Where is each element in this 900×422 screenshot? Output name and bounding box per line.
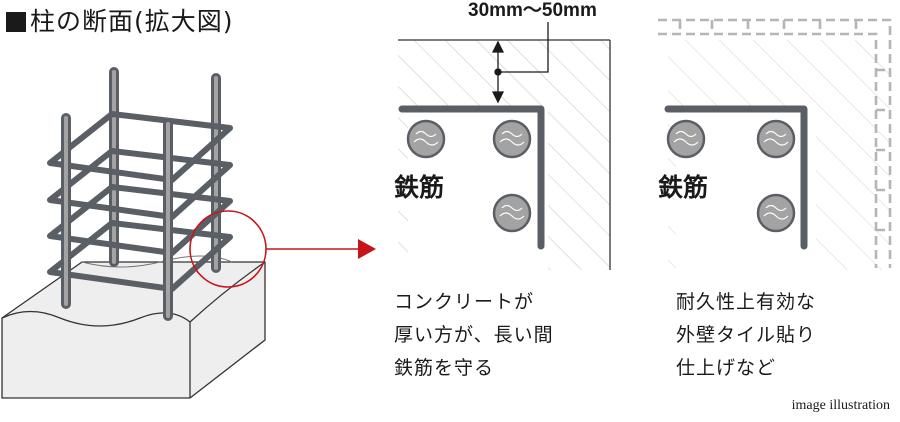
caption-line: 鉄筋を守る [394,357,495,379]
rebar-label-1: 鉄筋 [394,173,445,202]
caption-line: 耐久性上有効な [676,291,817,313]
main-rebar [398,105,545,250]
red-arrow-icon [358,239,376,259]
cover-dimension-marker [491,22,549,104]
rebar-hoops [47,111,233,292]
main-rebar [664,105,808,250]
caption-panel-1: コンクリートが 厚い方が、長い間 鉄筋を守る [394,286,554,385]
section-panel-1 [398,22,611,270]
section-panel-2 [658,18,892,270]
caption-panel-2: 耐久性上有効な 外壁タイル貼り 仕上げなど [676,286,816,385]
caption-line: 外壁タイル貼り [676,324,817,346]
caption-line: 仕上げなど [676,357,777,379]
tile-finish-outline [658,18,892,268]
concrete-block [1,255,266,399]
cover-dimension-label: 30mm〜50mm [468,0,597,21]
page-title: 柱の断面(拡大図) [6,4,234,40]
rebar-vertical-front [61,113,173,321]
column-3d-illustration [1,67,376,399]
caption-line: 厚い方が、長い間 [394,324,554,346]
rebar-dots [666,119,796,233]
rebar-dots [406,119,532,233]
rebar-label-2: 鉄筋 [658,173,709,202]
image-illustration-note: image illustration [791,398,890,413]
page-title-text: 柱の断面(拡大図) [30,7,234,36]
black-square-icon [6,12,26,32]
zoom-indicator [189,210,376,288]
caption-line: コンクリートが [394,291,535,313]
